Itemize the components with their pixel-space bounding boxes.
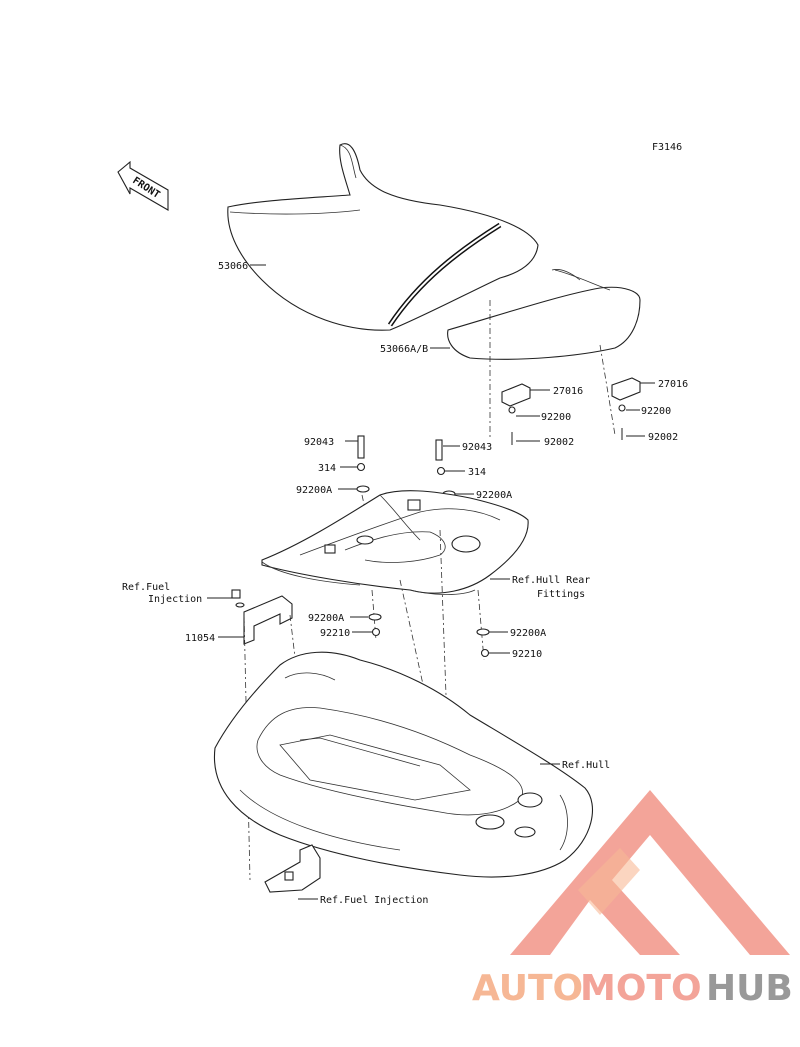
callout-53066: 53066: [218, 261, 248, 272]
fuel-injection-bracket-lower: [264, 844, 321, 893]
ref-fuel-injection-top-2: Injection: [148, 594, 202, 605]
front-arrow-icon: FRONT: [117, 160, 169, 211]
callout-92210-left: 92210: [320, 628, 350, 639]
stud-92043-left: [357, 435, 365, 459]
callout-314-right: 314: [468, 467, 486, 478]
washer-92200a-left: [356, 485, 370, 493]
callout-92043-right: 92043: [462, 442, 492, 453]
figure-code: F3146: [652, 142, 682, 153]
callout-92002-left: 92002: [544, 437, 574, 448]
washer-92200a-left-lower: [368, 613, 382, 621]
bracket-11054: [243, 595, 293, 645]
nut-92210-right: [480, 648, 490, 658]
callout-92043-left: 92043: [304, 437, 334, 448]
bracket-27016-right: [611, 377, 641, 440]
callout-92200-right: 92200: [641, 406, 671, 417]
fuel-injection-bolt-icon: [231, 589, 241, 599]
hull-ref: [213, 651, 593, 878]
callout-11054: 11054: [185, 633, 215, 644]
ref-hull-rear-fittings-1: Ref.Hull Rear: [512, 575, 590, 586]
callout-92200-left: 92200: [541, 412, 571, 423]
ref-hull: Ref.Hull: [562, 760, 610, 771]
washer-92200a-right-lower: [476, 628, 490, 636]
watermark-moto: MOTO: [580, 968, 702, 1009]
callout-92200a-right-lower: 92200A: [510, 628, 546, 639]
nut-314-right: [436, 466, 446, 476]
nut-92210-left: [371, 627, 381, 637]
watermark-auto: AUTO: [472, 968, 583, 1009]
callout-92200a-left-lower: 92200A: [308, 613, 344, 624]
hull-rear-fitting-frame: [261, 490, 529, 595]
callout-314-left: 314: [318, 463, 336, 474]
nut-314-left: [356, 462, 366, 472]
bracket-27016-left: [501, 383, 531, 445]
stud-92043-right: [435, 439, 443, 461]
callout-92210-right: 92210: [512, 649, 542, 660]
ref-hull-rear-fittings-2: Fittings: [537, 589, 585, 600]
watermark-hub: HUB: [706, 968, 793, 1009]
callout-92200a-left-upper: 92200A: [296, 485, 332, 496]
callout-92200a-right-upper: 92200A: [476, 490, 512, 501]
callout-53066ab: 53066A/B: [380, 344, 428, 355]
callout-27016-left: 27016: [553, 386, 583, 397]
front-seat-53066: [227, 143, 539, 331]
callout-27016-right: 27016: [658, 379, 688, 390]
automotohub-logo: AUTO MOTO HUB: [472, 790, 793, 1009]
callout-92002-right: 92002: [648, 432, 678, 443]
ref-fuel-injection-top-1: Ref.Fuel: [122, 582, 170, 593]
ref-fuel-injection-bottom: Ref.Fuel Injection: [320, 895, 428, 906]
rear-seat-53066ab: [447, 269, 641, 360]
